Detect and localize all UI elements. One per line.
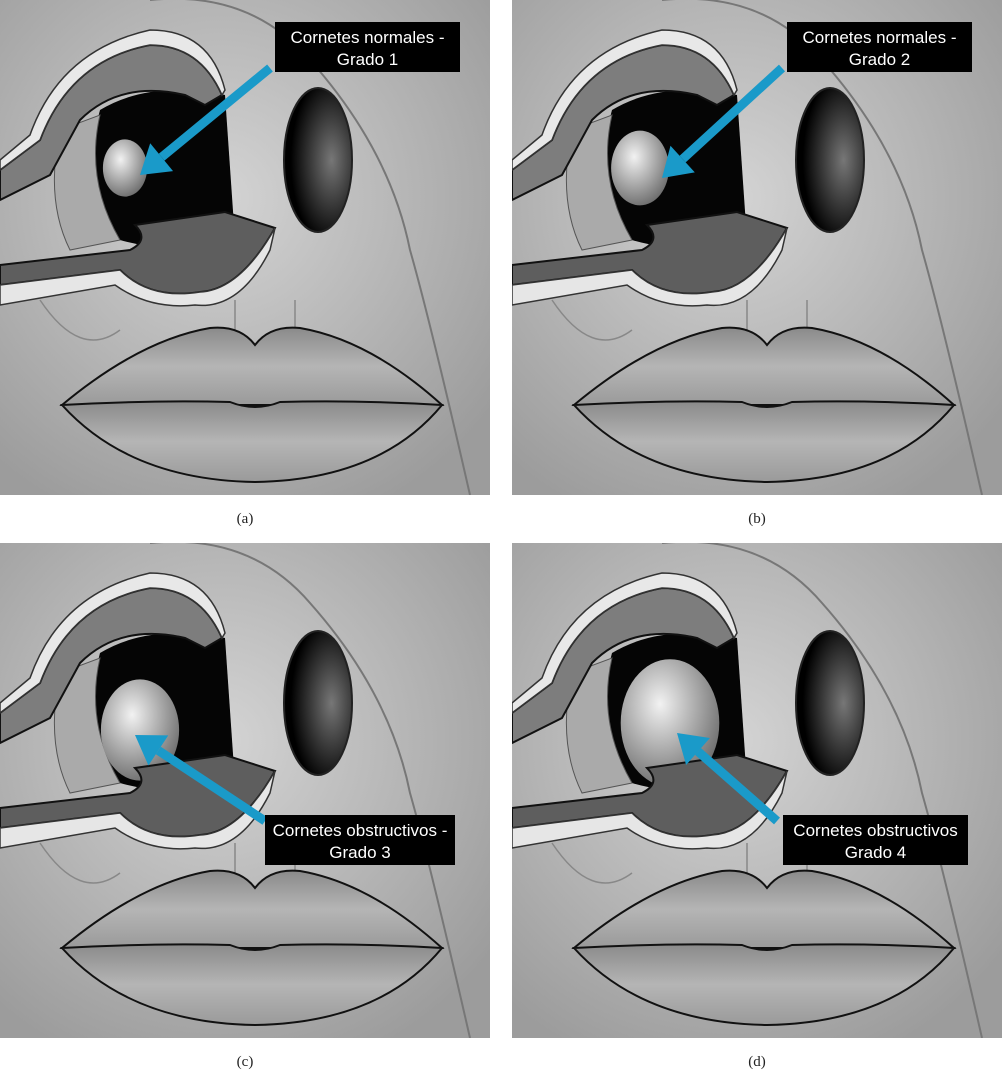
annotation-label: Cornetes obstructivos - Grado 3 (265, 815, 455, 865)
label-line-1: Cornetes obstructivos - (273, 821, 448, 840)
label-line-1: Cornetes normales - (290, 28, 444, 47)
label-line-2: Grado 4 (845, 843, 906, 862)
upper-lip (59, 326, 445, 406)
speculum-lower-rim (0, 227, 276, 307)
caption-c: (c) (236, 1054, 254, 1070)
upper-lip (571, 869, 957, 949)
turbinate (102, 139, 148, 197)
speculum-upper-rim (0, 29, 226, 171)
nasal-wall (565, 114, 633, 251)
label-line-2: Grado 3 (329, 843, 390, 862)
upper-lip (571, 326, 957, 406)
lower-lip (59, 943, 445, 1027)
upper-lip (59, 869, 445, 949)
arrow-shaft (679, 64, 786, 163)
annotation-label: Cornetes normales - Grado 1 (275, 22, 460, 72)
label-line-1: Cornetes normales - (802, 28, 956, 47)
speculum-upper-rim (0, 572, 226, 714)
right-nostril (795, 87, 865, 233)
label-box (275, 22, 460, 72)
lower-lip (59, 400, 445, 484)
panel-c: Cornetes obstructivos - Grado 3 (0, 543, 490, 1038)
nose-outline (150, 543, 471, 1038)
arrow-shaft (158, 64, 273, 161)
panel-a: Cornetes normales - Grado 1 (0, 0, 490, 495)
label-box (787, 22, 972, 72)
speculum-upper-rim (512, 29, 738, 171)
label-box (783, 815, 968, 865)
label-line-2: Grado 1 (337, 50, 398, 69)
speculum-lower-rim (0, 770, 276, 850)
speculum-upper-rim (512, 572, 738, 714)
speculum-lower-rim (512, 770, 788, 850)
face-contour (39, 299, 296, 341)
lower-lip (571, 943, 957, 1027)
caption-b: (b) (748, 511, 766, 527)
caption-d: (d) (748, 1054, 766, 1070)
nose-outline (662, 0, 983, 495)
nasal-wall (53, 114, 121, 251)
annotation-label: Cornetes normales - Grado 2 (787, 22, 972, 72)
arrow-shaft (155, 746, 268, 825)
label-box (265, 815, 455, 865)
arrow-head (140, 143, 174, 175)
arrow-head (662, 145, 695, 178)
panel-b: Cornetes normales - Grado 2 (512, 0, 1002, 495)
nasal-wall (565, 657, 633, 794)
arrow-shaft (695, 748, 780, 825)
face-contour (551, 299, 808, 341)
right-nostril (283, 87, 353, 233)
right-nostril (795, 630, 865, 776)
right-nostril (283, 630, 353, 776)
caption-a: (a) (236, 511, 254, 527)
nose-outline (662, 543, 983, 1038)
arrow-head (677, 733, 710, 766)
nose-outline (150, 0, 471, 495)
label-line-1: Cornetes obstructivos (793, 821, 957, 840)
arrow-head (135, 735, 169, 766)
lower-lip (571, 400, 957, 484)
nasal-wall (53, 657, 121, 794)
label-line-2: Grado 2 (849, 50, 910, 69)
speculum-lower-rim (512, 227, 788, 307)
turbinate (611, 130, 669, 206)
